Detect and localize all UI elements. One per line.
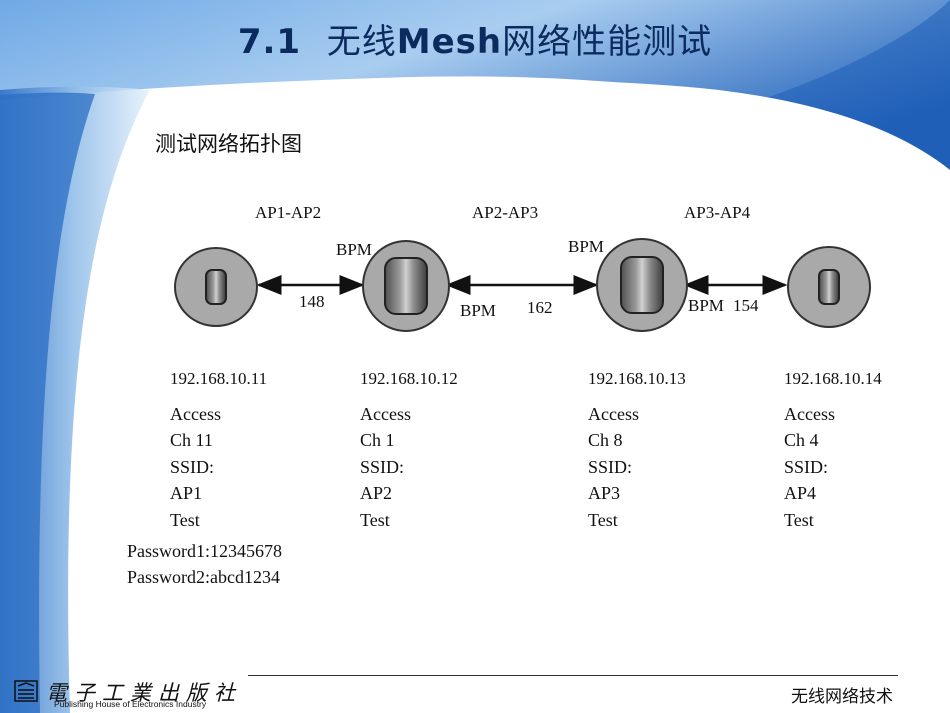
ap4-node	[787, 246, 871, 328]
footer-divider	[248, 675, 898, 676]
ap4-ssid-name: AP4	[784, 483, 817, 503]
ap4-ip: 192.168.10.14	[784, 369, 882, 388]
ap3-node	[596, 238, 688, 332]
ap2-ssid-name: AP2	[360, 483, 393, 503]
ap3-test: Test	[588, 509, 618, 530]
ap2-ip: 192.168.10.12	[360, 369, 458, 388]
ap3-access: Access	[588, 403, 639, 424]
ap4-access: Access	[784, 403, 835, 424]
ap4-channel: Ch 4	[784, 430, 819, 450]
link-label-ap3-ap4: AP3-AP4	[684, 203, 751, 222]
course-name: 无线网络技术	[791, 687, 893, 707]
ap3-ssid-name: AP3	[588, 483, 621, 503]
ap2-info: 192.168.10.12 Access Ch 1 SSID: AP2 Test	[360, 366, 458, 533]
ap2-test: Test	[360, 509, 390, 530]
ap3-ip: 192.168.10.13	[588, 369, 686, 388]
ap4-ssid-label: SSID:	[784, 456, 829, 477]
ap2-ssid-label: SSID:	[360, 456, 405, 477]
ap1-ssid-label: SSID:	[170, 456, 215, 477]
password-1: Password1:12345678	[127, 541, 283, 561]
title-zh-1: 无线	[326, 22, 397, 62]
link-label-ap1-ap2: AP1-AP2	[255, 203, 322, 222]
password-2: Password2:abcd1234	[127, 567, 280, 587]
ap1-device-icon	[205, 269, 227, 305]
diagram-subtitle: 测试网络拓扑图	[155, 132, 302, 156]
ap3-device-icon	[620, 256, 664, 314]
ap4-device-icon	[818, 269, 840, 305]
ap2-channel: Ch 1	[360, 430, 395, 450]
publisher-name-zh: 電子工業出版社	[46, 681, 242, 705]
slide-title: 7.1 无线Mesh网络性能测试	[0, 14, 950, 63]
ap1-channel: Ch 11	[170, 430, 213, 450]
title-en: Mesh	[396, 22, 503, 62]
link-metric-ap3-ap4: 154	[733, 296, 759, 315]
ap1-test: Test	[170, 509, 200, 530]
link-metric-ap1-ap2: 148	[299, 292, 325, 311]
ap3-info: 192.168.10.13 Access Ch 8 SSID: AP3 Test	[588, 366, 686, 533]
title-zh-2: 网络性能测试	[502, 22, 713, 62]
bpm-label-ap2-bottom: BPM	[460, 301, 496, 320]
ap1-ip: 192.168.10.11	[170, 369, 268, 388]
ap4-test: Test	[784, 509, 814, 530]
bpm-label-ap3-bottom: BPM	[688, 296, 724, 315]
publisher-name-en: Publishing House of Electronics Industry	[54, 699, 207, 709]
ap1-info: 192.168.10.11 Access Ch 11 SSID: AP1 Tes…	[170, 366, 267, 533]
ap1-ssid-name: AP1	[170, 483, 203, 503]
ap2-node	[362, 240, 450, 332]
ap3-channel: Ch 8	[588, 430, 623, 450]
ap1-node	[174, 247, 258, 327]
ap1-access: Access	[170, 403, 221, 424]
title-number: 7.1	[237, 22, 302, 62]
ap2-access: Access	[360, 403, 411, 424]
link-metric-ap2-ap3: 162	[527, 298, 553, 317]
ap4-info: 192.168.10.14 Access Ch 4 SSID: AP4 Test	[784, 366, 882, 533]
ap3-ssid-label: SSID:	[588, 456, 633, 477]
publisher-logo-icon	[14, 680, 38, 702]
bpm-label-ap3-top: BPM	[568, 237, 604, 256]
link-label-ap2-ap3: AP2-AP3	[472, 203, 539, 222]
bpm-label-ap2-top: BPM	[336, 240, 372, 259]
ap2-device-icon	[384, 257, 428, 315]
